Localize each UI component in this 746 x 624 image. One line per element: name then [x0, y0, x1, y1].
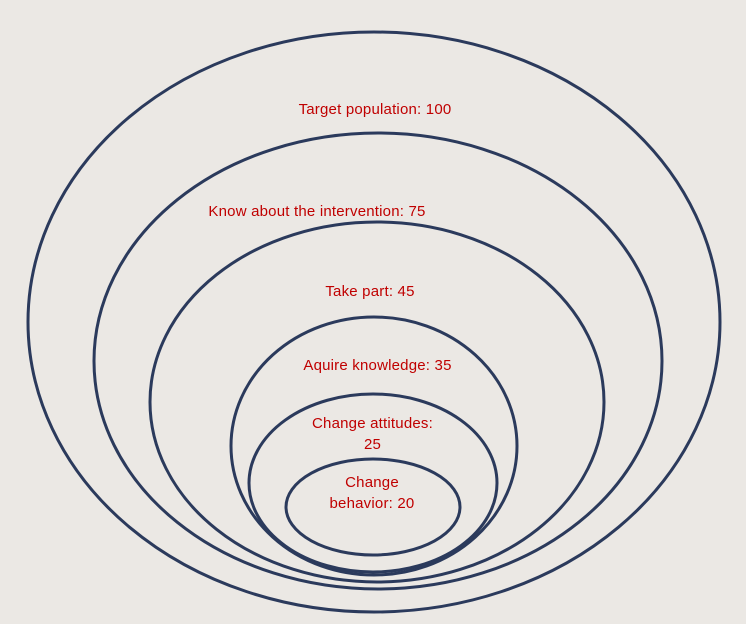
ring-change-behavior	[284, 457, 462, 557]
label-acquire-knowledge: Aquire knowledge: 35	[303, 357, 452, 374]
ring-target-population	[26, 30, 722, 614]
label-change-behavior-line1: Change	[345, 474, 399, 491]
ring-take-part	[148, 220, 606, 584]
label-change-behavior-line2: behavior: 20	[329, 495, 415, 512]
label-change-attitudes: Change attitudes: 25	[290, 413, 455, 455]
ring-change-attitudes	[247, 392, 499, 574]
ring-know-about-intervention	[92, 131, 664, 591]
label-change-attitudes-line2: 25	[363, 436, 382, 453]
label-change-behavior: Change behavior: 20	[312, 472, 432, 514]
label-change-attitudes-line1: Change attitudes:	[312, 415, 433, 432]
ring-acquire-knowledge	[229, 315, 519, 577]
label-target-population: Target population: 100	[298, 101, 452, 118]
label-take-part: Take part: 45	[325, 283, 415, 300]
label-know-about-intervention: Know about the intervention: 75	[208, 203, 426, 220]
